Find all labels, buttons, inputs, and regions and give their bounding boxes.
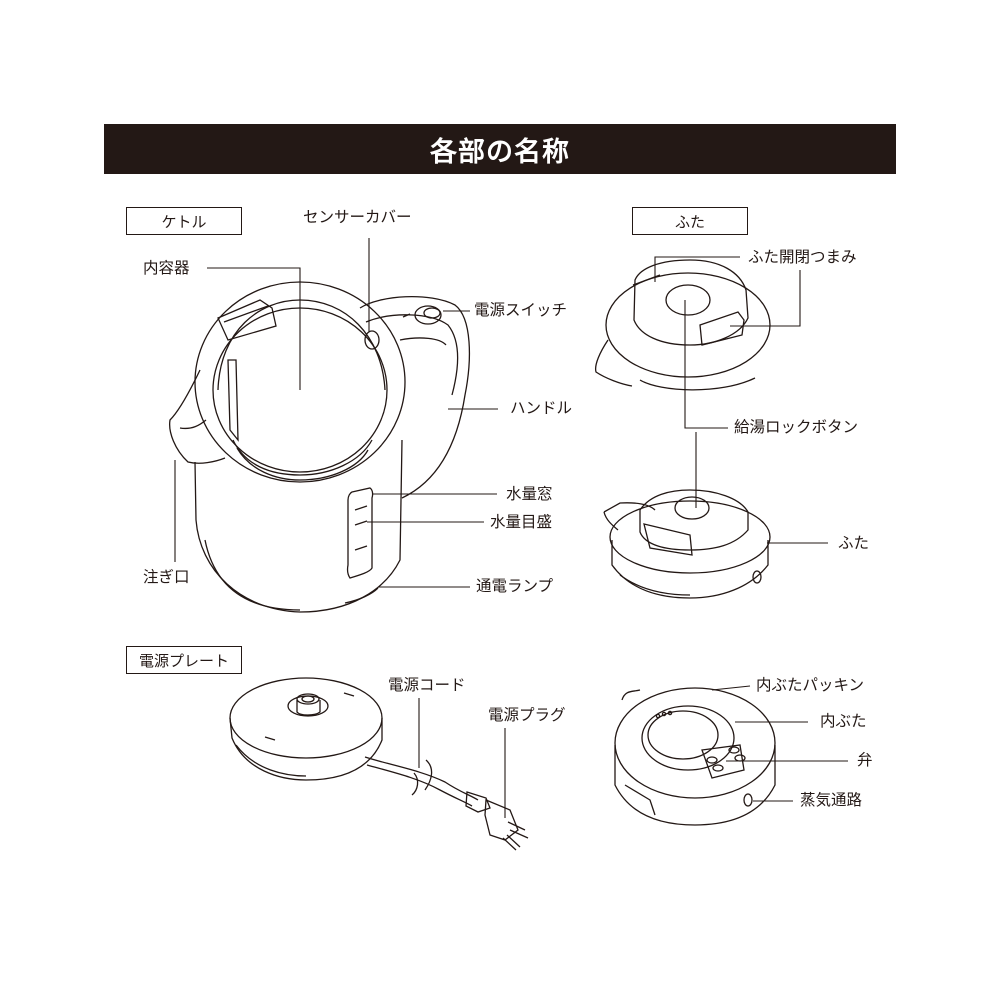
label-power-switch: 電源スイッチ xyxy=(474,301,568,319)
lid-side-leader-lines xyxy=(695,432,828,544)
page-title: 各部の名称 xyxy=(430,136,570,168)
kettle-leader-lines xyxy=(174,238,498,588)
section-heading-lid: ふた xyxy=(632,207,748,235)
label-power-cord: 電源コード xyxy=(388,676,466,694)
label-power-plug: 電源プラグ xyxy=(488,706,566,724)
label-steam-passage: 蒸気通路 xyxy=(800,791,863,809)
label-inner-lid-packing: 内ぶたパッキン xyxy=(756,676,865,694)
label-power-lamp: 通電ランプ xyxy=(476,577,554,595)
lid-side-illustration xyxy=(603,489,771,599)
title-bar: 各部の名称 xyxy=(104,124,896,174)
label-water-scale: 水量目盛 xyxy=(490,513,553,531)
lid-top-illustration xyxy=(594,259,771,391)
label-lid-knob: ふた開閉つまみ xyxy=(748,248,857,266)
label-water-window: 水量窓 xyxy=(506,485,553,503)
inner-lid-leader-lines xyxy=(711,685,848,802)
label-handle: ハンドル xyxy=(510,399,573,417)
label-spout: 注ぎ口 xyxy=(143,568,190,586)
inner-lid-illustration xyxy=(614,687,776,826)
power-plate-illustration xyxy=(229,677,529,851)
label-valve: 弁 xyxy=(857,751,873,769)
section-heading-kettle-label: ケトル xyxy=(161,212,207,231)
section-heading-power-plate: 電源プレート xyxy=(126,646,242,674)
lid-top-leader-lines xyxy=(654,256,801,429)
label-lid: ふた xyxy=(838,534,870,552)
label-inner-container: 内容器 xyxy=(143,259,190,277)
section-heading-lid-label: ふた xyxy=(674,212,705,231)
kettle-illustration xyxy=(169,281,471,613)
power-plate-leader-lines xyxy=(418,698,506,818)
section-heading-power-plate-label: 電源プレート xyxy=(138,651,229,670)
section-heading-kettle: ケトル xyxy=(126,207,242,235)
label-inner-lid: 内ぶた xyxy=(820,712,867,730)
label-lock-button: 給湯ロックボタン xyxy=(734,418,859,436)
label-sensor-cover: センサーカバー xyxy=(303,208,412,226)
